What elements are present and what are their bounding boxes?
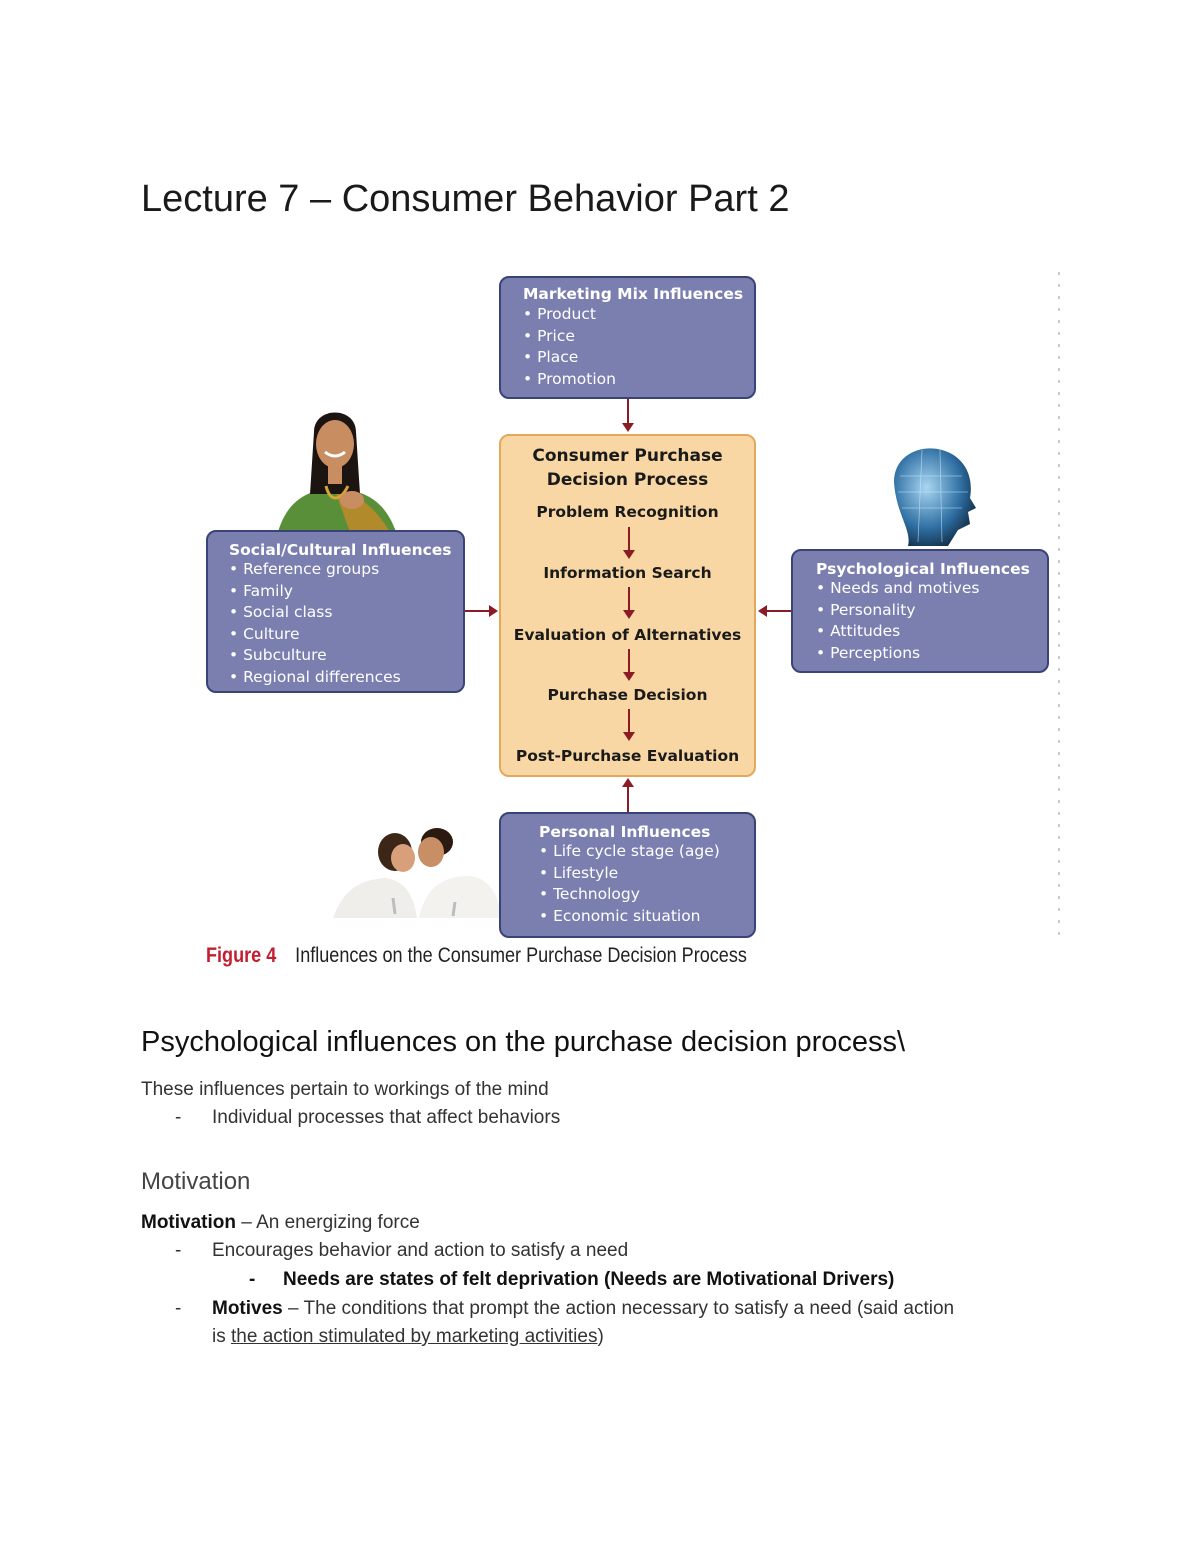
arrow-personal-to-process <box>627 785 629 812</box>
box-heading: Personal Influences <box>539 823 711 841</box>
list-item: Reference groups <box>229 559 463 581</box>
list-item-motives-continued: is the action stimulated by marketing ac… <box>212 1326 604 1348</box>
arrowhead-down <box>623 732 635 741</box>
list-item: Culture <box>229 624 463 646</box>
section-heading: Psychological influences on the purchase… <box>141 1026 906 1058</box>
process-title: Consumer Purchase Decision Process <box>501 444 754 492</box>
list-item: Individual processes that affect behavio… <box>212 1107 561 1128</box>
figure-caption-text: Influences on the Consumer Purchase Deci… <box>295 944 747 967</box>
list-item: Attitudes <box>816 621 1047 643</box>
underlined-text: the action stimulated by marketing activ… <box>231 1326 598 1347</box>
term: Motivation <box>141 1212 236 1233</box>
step-problem-recognition: Problem Recognition <box>536 503 719 521</box>
definition: – An energizing force <box>236 1212 420 1233</box>
text: ) <box>597 1326 604 1347</box>
couple-photo <box>333 828 501 918</box>
paragraph: These influences pertain to workings of … <box>141 1079 549 1100</box>
list-dash: - <box>175 1107 182 1128</box>
step-purchase-decision: Purchase Decision <box>547 686 708 704</box>
arrow-social-to-process <box>465 610 490 612</box>
list-item: Perceptions <box>816 643 1047 665</box>
list-item: Regional differences <box>229 667 463 689</box>
definition: – The conditions that prompt the action … <box>282 1298 955 1319</box>
subsection-heading: Motivation <box>141 1168 251 1195</box>
list-dash: - <box>175 1240 182 1261</box>
step-post-purchase-evaluation: Post-Purchase Evaluation <box>515 747 740 765</box>
list-item: Product <box>523 304 754 326</box>
arrowhead-right <box>489 605 498 617</box>
step-arrow <box>628 587 630 611</box>
arrow-marketing-to-process <box>627 399 629 424</box>
arrow-psych-to-process <box>766 610 791 612</box>
box-heading: Social/Cultural Influences <box>229 541 452 559</box>
list-item: Technology <box>539 884 754 906</box>
step-evaluation-of-alternatives: Evaluation of Alternatives <box>513 626 742 644</box>
list-item: Personality <box>816 600 1047 622</box>
list-item: Needs and motives <box>816 578 1047 600</box>
text: is <box>212 1326 231 1347</box>
definition-line: Motivation – An energizing force <box>141 1212 420 1234</box>
list-item: Social class <box>229 602 463 624</box>
arrowhead-down <box>622 423 634 432</box>
list-item: Economic situation <box>539 906 754 928</box>
purchase-process-box: Consumer Purchase Decision Process Probl… <box>499 434 756 777</box>
list-item: Family <box>229 581 463 603</box>
woman-in-sari-photo <box>278 412 396 532</box>
personal-box: Personal Influences Life cycle stage (ag… <box>499 812 756 938</box>
list-item: Life cycle stage (age) <box>539 841 754 863</box>
step-arrow <box>628 649 630 673</box>
step-arrow <box>628 709 630 733</box>
list-item-motives: Motives – The conditions that prompt the… <box>212 1298 954 1320</box>
list-item: Subculture <box>229 645 463 667</box>
sub-list-item: Needs are states of felt deprivation (Ne… <box>283 1269 895 1290</box>
box-heading: Marketing Mix Influences <box>523 285 744 303</box>
step-arrow <box>628 527 630 551</box>
term: Motives <box>212 1298 283 1319</box>
list-dash: - <box>249 1269 256 1290</box>
arrowhead-left <box>758 605 767 617</box>
box-heading: Psychological Influences <box>816 560 1030 578</box>
arrowhead-up <box>622 778 634 787</box>
list-dash: - <box>175 1298 182 1319</box>
psychological-box: Psychological Influences Needs and motiv… <box>791 549 1049 673</box>
digital-head-photo <box>894 448 976 546</box>
page-title: Lecture 7 – Consumer Behavior Part 2 <box>141 178 790 220</box>
arrowhead-down <box>623 610 635 619</box>
list-item: Encourages behavior and action to satisf… <box>212 1240 629 1261</box>
list-item: Price <box>523 326 754 348</box>
marketing-mix-box: Marketing Mix Influences Product Price P… <box>499 276 756 399</box>
social-cultural-box: Social/Cultural Influences Reference gro… <box>206 530 465 693</box>
list-item: Lifestyle <box>539 863 754 885</box>
photo-credit-strip <box>1058 272 1060 940</box>
list-item: Promotion <box>523 369 754 391</box>
list-item: Place <box>523 347 754 369</box>
arrowhead-down <box>623 672 635 681</box>
process-title-line1: Consumer Purchase <box>532 446 723 466</box>
arrowhead-down <box>623 550 635 559</box>
figure-caption: Figure 4 Influences on the Consumer Purch… <box>206 944 747 968</box>
process-title-line2: Decision Process <box>546 470 709 490</box>
step-information-search: Information Search <box>543 564 712 582</box>
figure-number: Figure 4 <box>206 944 277 967</box>
